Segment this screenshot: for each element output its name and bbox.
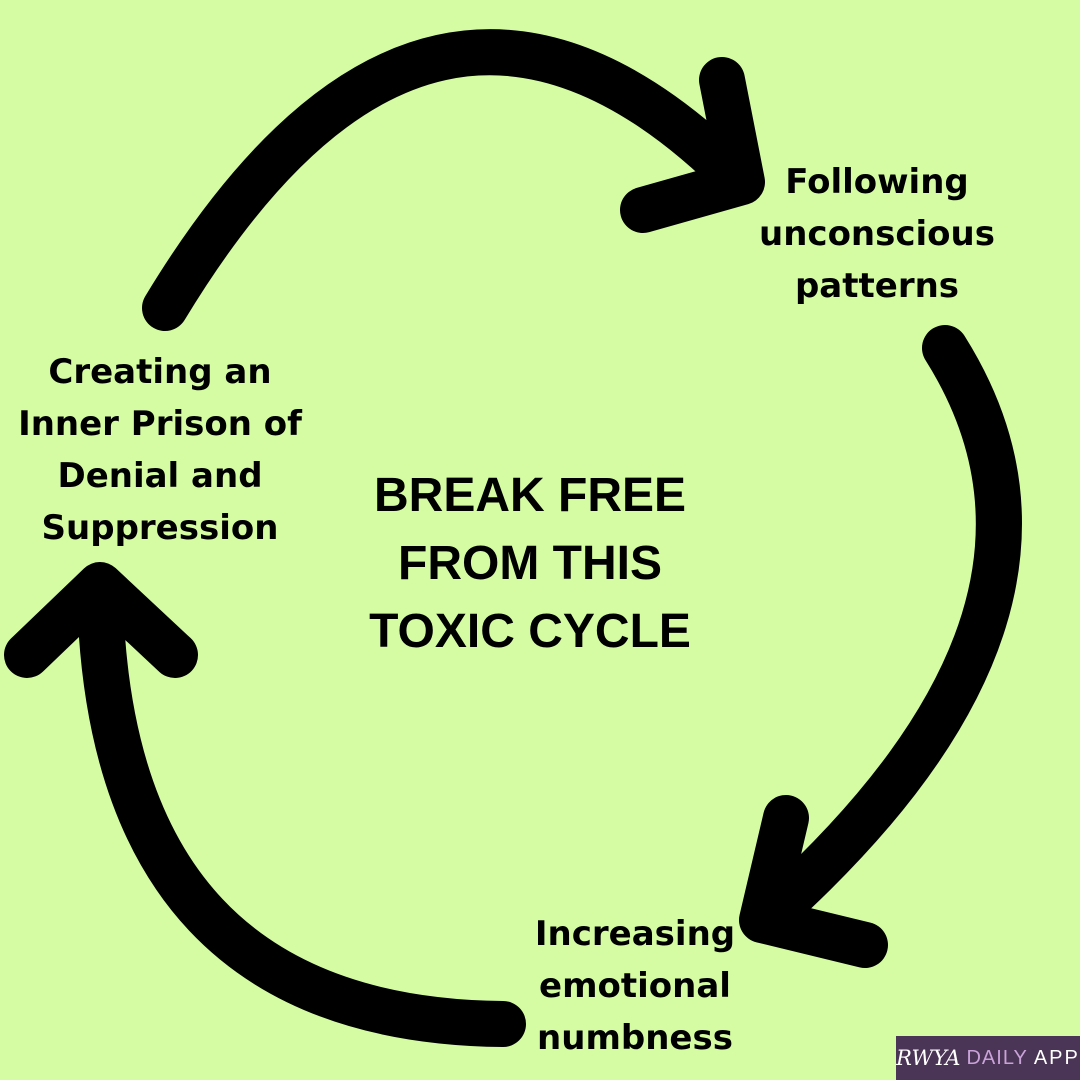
brand-logo-script: RWYA xyxy=(896,1046,961,1070)
step-label-emotional-numbness: Increasing emotional numbness xyxy=(500,908,770,1064)
arrowhead-top-right xyxy=(620,57,765,233)
step-label-line: numbness xyxy=(537,1018,733,1058)
center-title-line: BREAK FREE xyxy=(373,469,687,522)
step-label-inner-prison: Creating an Inner Prison of Denial and S… xyxy=(10,346,310,554)
center-title-line: TOXIC CYCLE xyxy=(369,605,691,658)
step-label-line: Creating an xyxy=(48,352,272,392)
step-label-line: Inner Prison of xyxy=(18,404,302,444)
step-label-line: Suppression xyxy=(41,508,279,548)
step-label-line: Following xyxy=(785,162,969,202)
arrowhead-bottom xyxy=(739,795,888,968)
brand-badge: RWYA DAILY APP xyxy=(896,1036,1080,1080)
step-label-line: Denial and xyxy=(57,456,263,496)
arrow-arc-bottom-left xyxy=(77,572,526,1047)
brand-app-text: APP xyxy=(1033,1046,1080,1069)
step-label-line: patterns xyxy=(794,266,960,306)
brand-daily-text: DAILY xyxy=(966,1046,1028,1069)
arrow-arc-right xyxy=(747,325,1022,938)
center-title-line: FROM THIS xyxy=(398,537,662,590)
arrowhead-left xyxy=(4,562,198,678)
arrow-arc-top xyxy=(142,29,763,331)
step-label-line: emotional xyxy=(539,966,731,1006)
step-label-unconscious-patterns: Following unconscious patterns xyxy=(742,156,1012,312)
step-label-line: unconscious xyxy=(759,214,995,254)
center-title: BREAK FREE FROM THIS TOXIC CYCLE xyxy=(330,462,730,666)
step-label-line: Increasing xyxy=(534,914,736,954)
